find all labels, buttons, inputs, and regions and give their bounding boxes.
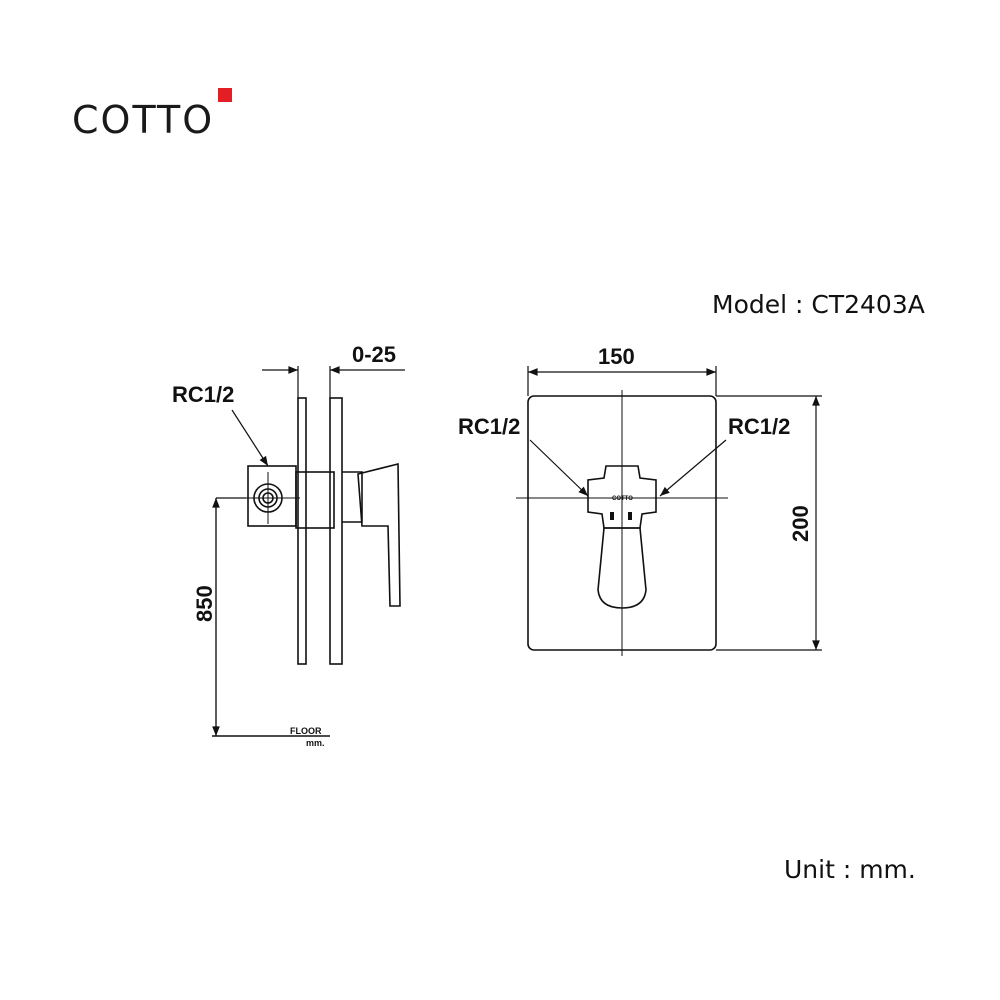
side-connection-label: RC1/2	[172, 382, 234, 407]
front-connection-right-label: RC1/2	[728, 414, 790, 439]
front-connection-left-label: RC1/2	[458, 414, 520, 439]
side-cover-plate	[329, 397, 343, 665]
front-view	[516, 366, 822, 656]
side-height-dimension: 850	[192, 585, 217, 622]
side-view	[212, 366, 405, 737]
side-depth-dimension: 0-25	[352, 342, 396, 367]
plate-brand-mark: COTTO	[612, 496, 633, 502]
floor-label: FLOOR	[290, 726, 322, 736]
model-label: Model : CT2403A	[712, 290, 925, 319]
brand-logo-mark	[218, 88, 232, 102]
front-lever-handle	[597, 527, 647, 609]
side-lever-handle	[357, 462, 401, 607]
side-wall-plate	[297, 397, 307, 665]
floor-unit-label: mm.	[306, 738, 325, 748]
brand-logo: COTTO	[72, 98, 215, 142]
front-height-dimension: 200	[788, 505, 813, 542]
front-width-dimension: 150	[598, 344, 635, 369]
unit-label: Unit : mm.	[784, 855, 916, 884]
